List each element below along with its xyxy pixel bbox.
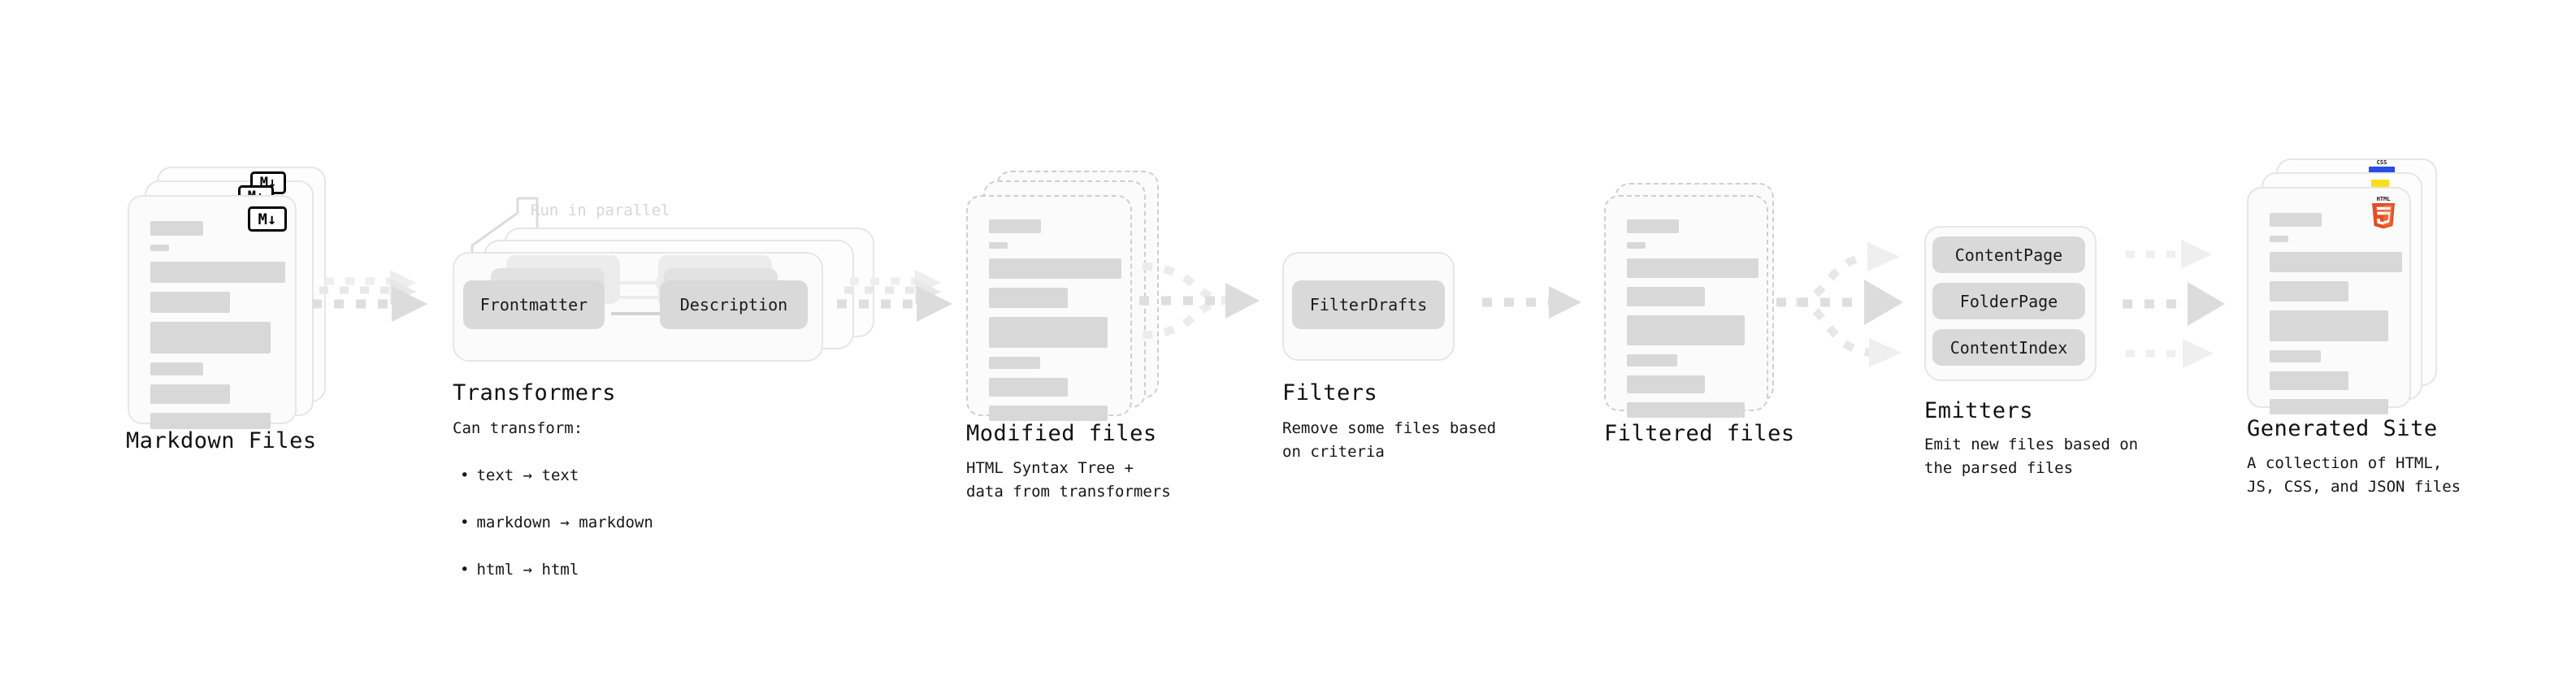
connector-filters-to-filtered: [1479, 283, 1609, 322]
transformers-bullets: text → text markdown → markdown html → h…: [453, 440, 653, 605]
skeleton-bar: [989, 357, 1040, 369]
transformers-bullet: text → text: [453, 464, 653, 488]
skeleton-bar: [2270, 281, 2348, 301]
skeleton-bar: [1627, 242, 1646, 249]
stage-title-generated-site: Generated Site: [2247, 416, 2438, 441]
skeleton-bar: [989, 242, 1008, 249]
stage-title-emitters: Emitters: [1924, 398, 2034, 423]
stage-title-transformers: Transformers: [453, 380, 617, 406]
skeleton-bar: [2270, 213, 2322, 227]
markdown-files-card: M↓: [128, 195, 297, 429]
transformers-bullet: markdown → markdown: [453, 511, 653, 535]
run-in-parallel-label: Run in parallel: [531, 202, 670, 219]
connector-markdown-to-transformers: [309, 268, 455, 333]
skeleton-bar: [989, 288, 1068, 308]
filters-description: Remove some files based on criteria: [1282, 419, 1497, 461]
emitter-pill-contentpage[interactable]: ContentPage: [1932, 236, 2085, 273]
skeleton-bar: [2270, 371, 2348, 390]
emitter-pill-contentindex[interactable]: ContentIndex: [1932, 329, 2085, 366]
skeleton-bar: [1627, 258, 1759, 278]
skeleton-bar: [989, 219, 1041, 233]
transformer-pill-description[interactable]: Description: [660, 280, 808, 329]
connector-filtered-to-emitters: [1776, 229, 1939, 375]
transformers-bullet: html → html: [453, 558, 653, 582]
connector-modified-to-filters: [1138, 258, 1292, 348]
skeleton-bar: [150, 292, 230, 313]
skeleton-bar: [1627, 402, 1745, 418]
stage-title-filters: Filters: [1282, 380, 1378, 406]
stage-title-markdown-files: Markdown Files: [126, 428, 317, 453]
skeleton-bar: [2270, 310, 2388, 341]
skeleton-bar: [1627, 354, 1677, 367]
skeleton-bar: [989, 378, 1068, 397]
skeleton-bar: [150, 362, 203, 375]
markdown-files-skeleton: [150, 221, 285, 438]
generated-site-skeleton: [2270, 213, 2402, 423]
skeleton-bar: [1627, 315, 1745, 345]
modified-files-skeleton: [989, 219, 1121, 430]
transformers-description: Can transform:: [453, 419, 583, 437]
skeleton-bar: [150, 322, 271, 354]
generated-site-description: A collection of HTML, JS, CSS, and JSON …: [2247, 454, 2461, 496]
markdown-icon: M↓: [248, 206, 287, 232]
modified-files-card: [966, 195, 1132, 421]
css-badge-label: CSS: [2376, 159, 2387, 166]
stage-title-modified-files: Modified files: [966, 421, 1157, 446]
skeleton-bar: [989, 258, 1121, 279]
emitter-pill-folderpage[interactable]: FolderPage: [1932, 283, 2085, 319]
skeleton-bar: [150, 221, 203, 236]
filtered-files-card: [1604, 195, 1768, 418]
svg-text:HTML: HTML: [2377, 196, 2391, 202]
connector-emitters-to-site: [2123, 232, 2285, 378]
skeleton-bar: [150, 413, 271, 429]
css-badge: [2369, 167, 2395, 175]
skeleton-bar: [2270, 399, 2388, 414]
skeleton-bar: [2270, 236, 2288, 242]
skeleton-bar: [150, 245, 169, 251]
skeleton-bar: [2270, 350, 2321, 362]
stage-title-filtered-files: Filtered files: [1604, 421, 1795, 446]
modified-files-description: HTML Syntax Tree + data from transformer…: [966, 459, 1171, 501]
skeleton-bar: [989, 406, 1108, 421]
emitters-description: Emit new files based on the parsed files: [1924, 436, 2139, 477]
filtered-files-skeleton: [1627, 219, 1759, 427]
skeleton-bar: [150, 384, 230, 404]
transformer-pill-frontmatter[interactable]: Frontmatter: [463, 280, 605, 329]
skeleton-bar: [989, 317, 1108, 348]
skeleton-bar: [150, 262, 285, 283]
filter-pill-filterdrafts[interactable]: FilterDrafts: [1292, 280, 1445, 329]
skeleton-bar: [1627, 287, 1705, 306]
generated-site-card: HTML: [2247, 187, 2411, 414]
skeleton-bar: [1627, 219, 1679, 233]
skeleton-bar: [2270, 252, 2402, 272]
connector-transformers-to-modified: [834, 268, 980, 333]
html5-icon: HTML: [2369, 193, 2398, 229]
skeleton-bar: [1627, 375, 1705, 393]
